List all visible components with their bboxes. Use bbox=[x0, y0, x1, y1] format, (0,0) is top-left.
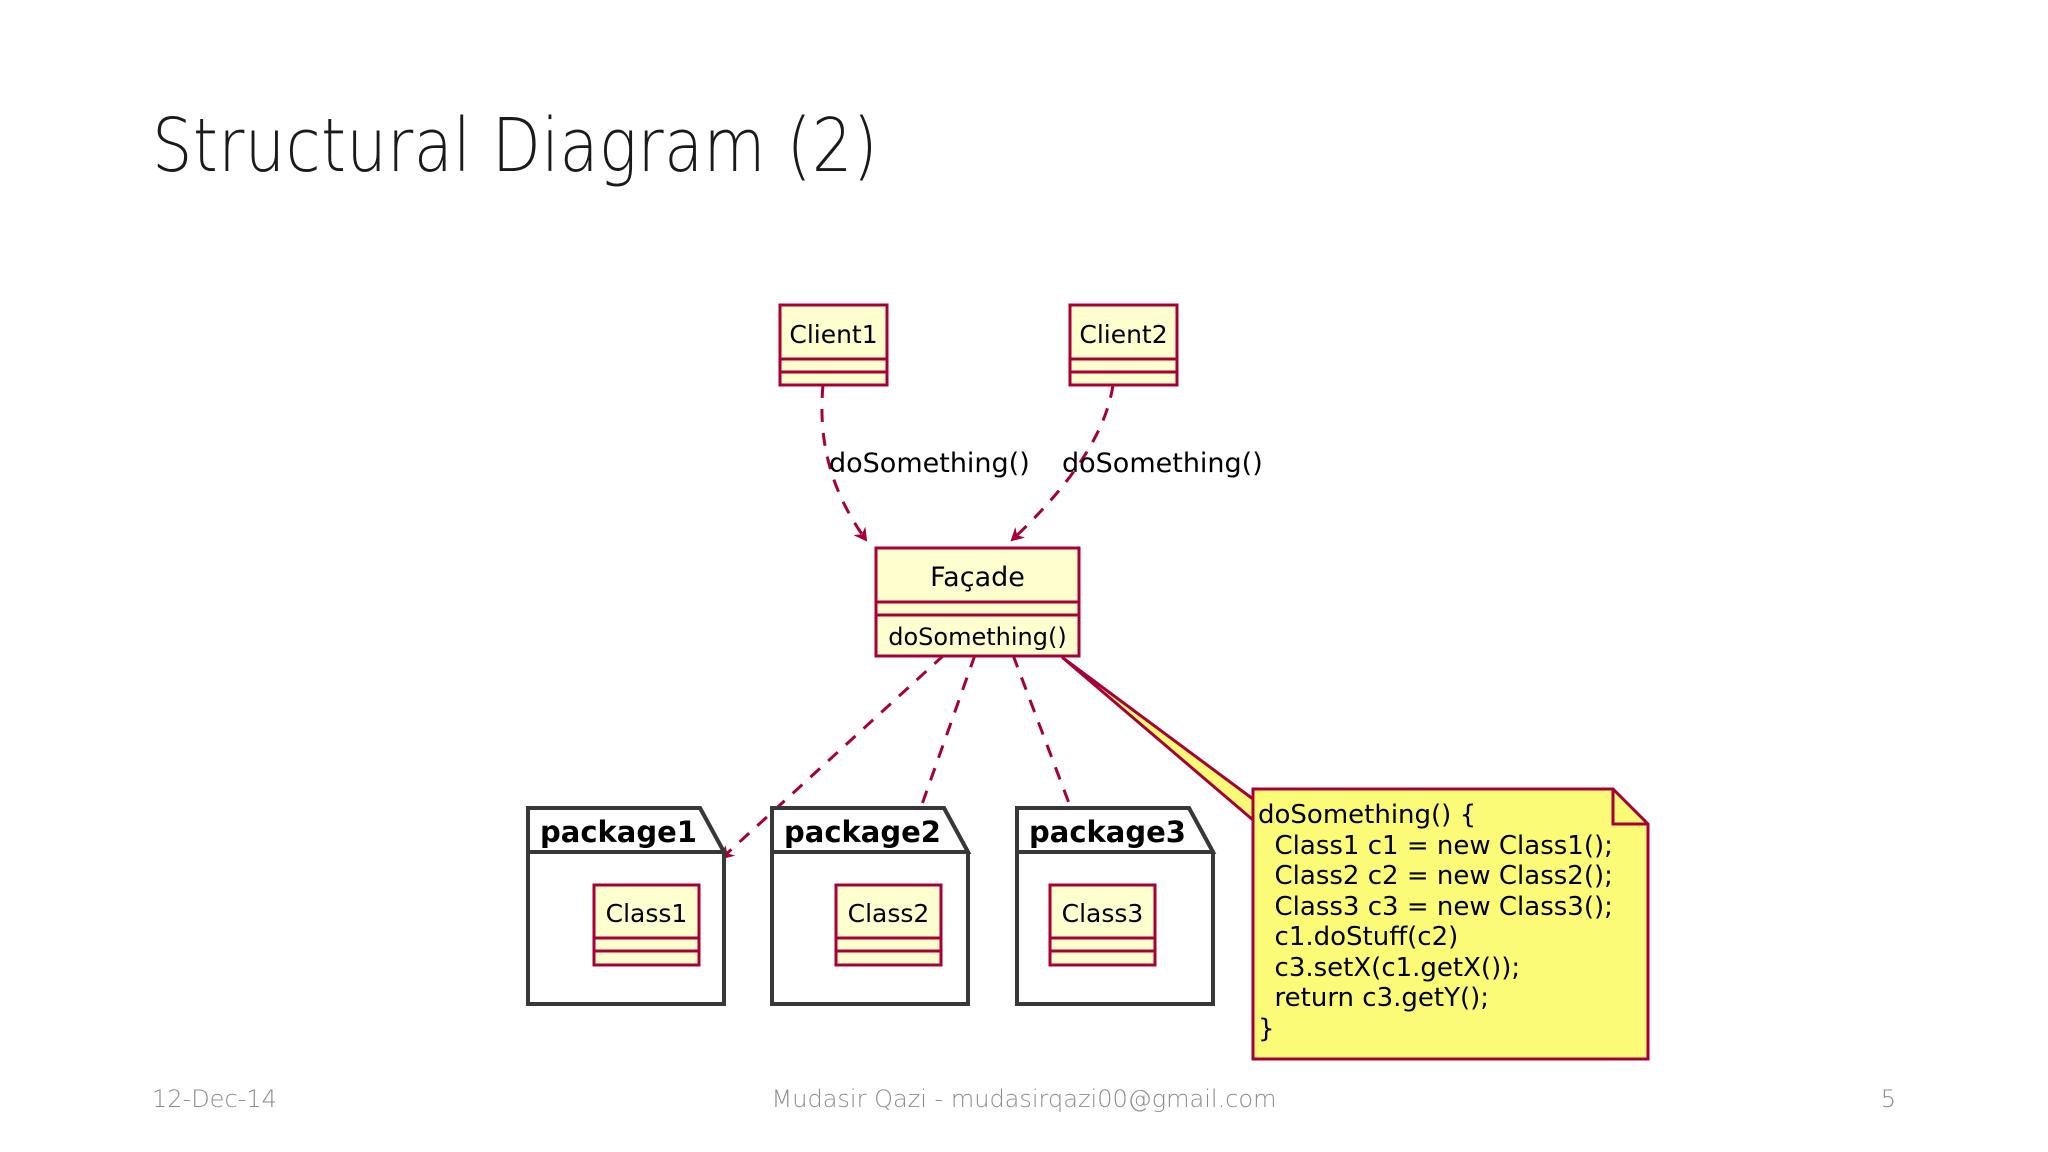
page-number: 5 bbox=[1880, 1085, 1896, 1113]
class-name-client2: Client2 bbox=[1079, 320, 1168, 349]
edge-client1-facade bbox=[820, 384, 868, 540]
note-anchor-leader bbox=[1061, 656, 1255, 822]
class-box-class3[interactable] bbox=[1048, 883, 1157, 967]
class-box-class2[interactable] bbox=[834, 883, 943, 967]
class-box-class1[interactable] bbox=[592, 883, 701, 967]
class-name-class3: Class3 bbox=[1061, 899, 1144, 928]
class-box-client2[interactable] bbox=[1068, 303, 1179, 387]
class-box-facade[interactable] bbox=[874, 546, 1081, 658]
package-label-package3: package3 bbox=[1029, 815, 1186, 849]
footer-date: 12-Dec-14 bbox=[152, 1085, 277, 1113]
edge-label-client1-doSomething: doSomething() bbox=[829, 448, 1030, 479]
footer-author: Mudasir Qazi - mudasirqazi00@gmail.com bbox=[771, 1085, 1277, 1113]
page-title: Structural Diagram (2) bbox=[152, 103, 879, 189]
class-method-facade-doSomething: doSomething() bbox=[888, 623, 1067, 651]
note-code-text: doSomething() { Class1 c1 = new Class1()… bbox=[1258, 800, 1613, 1044]
class-box-client1[interactable] bbox=[778, 303, 889, 387]
package-label-package1: package1 bbox=[540, 815, 697, 849]
class-name-class2: Class2 bbox=[847, 899, 930, 928]
note-box[interactable] bbox=[1251, 787, 1650, 1061]
edge-label-client2-doSomething: doSomething() bbox=[1062, 448, 1263, 479]
class-name-facade: Façade bbox=[930, 562, 1025, 593]
class-name-class1: Class1 bbox=[605, 899, 688, 928]
edge-facade-class1 bbox=[722, 653, 946, 858]
package-label-package2: package2 bbox=[784, 815, 941, 849]
class-name-client1: Client1 bbox=[789, 320, 878, 349]
